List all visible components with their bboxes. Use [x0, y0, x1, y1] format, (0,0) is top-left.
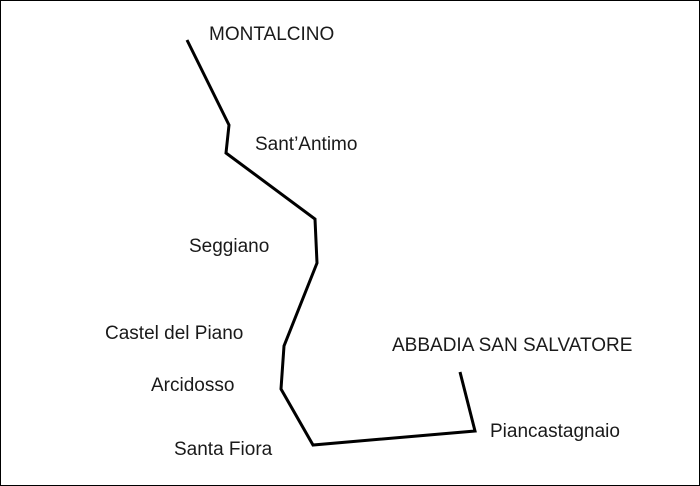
place-label-castel-del-piano: Castel del Piano	[105, 323, 244, 344]
route-line	[185, 39, 477, 447]
place-label-santa-fiora: Santa Fiora	[174, 439, 273, 460]
place-label-seggiano: Seggiano	[189, 236, 270, 257]
place-label-arcidosso: Arcidosso	[151, 375, 235, 396]
place-label-abbadia-san-salvatore: ABBADIA SAN SALVATORE	[392, 335, 633, 356]
place-label-piancastagnaio: Piancastagnaio	[490, 421, 620, 442]
place-label-santantimo: Sant’Antimo	[255, 134, 358, 155]
place-label-montalcino: MONTALCINO	[209, 24, 335, 45]
